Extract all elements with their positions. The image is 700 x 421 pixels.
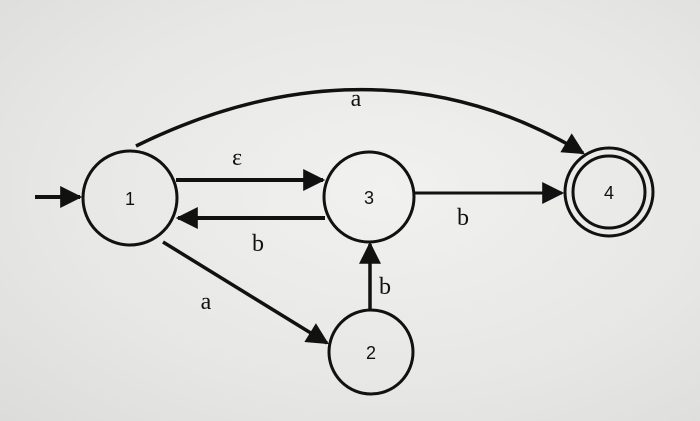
edge-1-to-4 <box>135 87 585 155</box>
state-4-accepting: 4 <box>563 146 655 238</box>
edge-1-to-4-label: a <box>351 86 362 112</box>
state-1: 1 <box>81 149 179 247</box>
state-1-label: 1 <box>125 189 135 209</box>
edge-3-to-1-label: b <box>252 231 264 257</box>
state-2: 2 <box>327 308 415 396</box>
edge-1-to-2 <box>162 240 329 345</box>
state-3-label: 3 <box>364 188 374 208</box>
state-3: 3 <box>322 150 416 244</box>
edge-3-to-4-label: b <box>457 205 469 231</box>
state-2-label: 2 <box>366 343 376 363</box>
state-4-label: 4 <box>604 183 614 203</box>
edge-2-to-3-label: b <box>379 274 391 300</box>
edge-1-to-3-label: ε <box>232 145 242 171</box>
edge-1-to-2-label: a <box>201 289 212 315</box>
